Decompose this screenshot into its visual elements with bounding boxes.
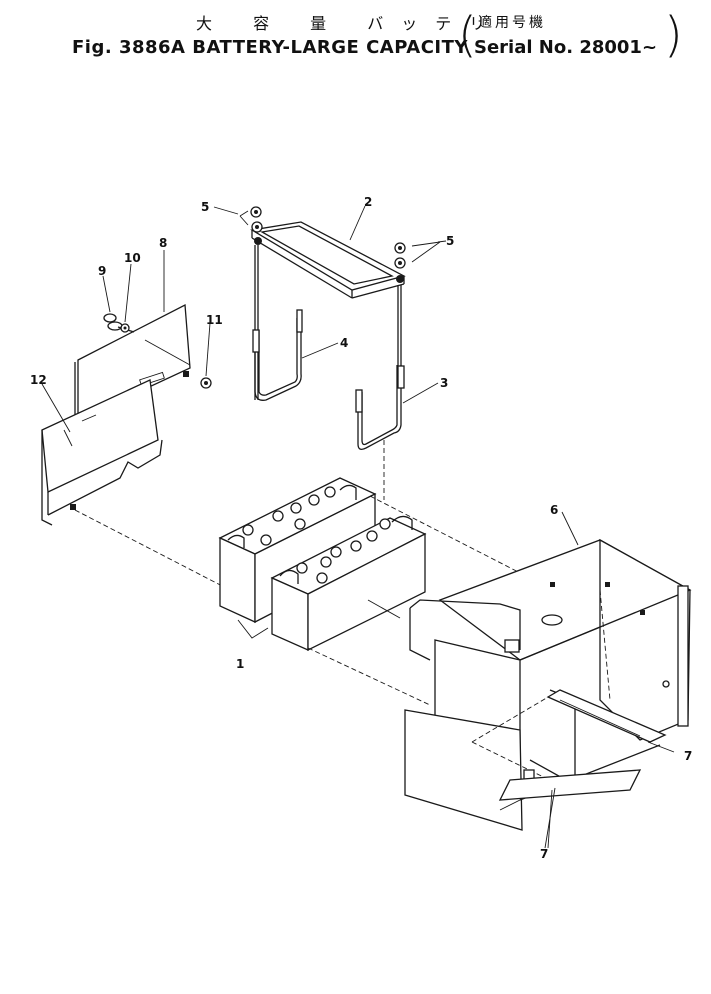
assembly-line-3 (307, 647, 431, 706)
j-bolt-left (252, 245, 303, 401)
leader-11 (205, 322, 211, 377)
battery-shield-plate (74, 303, 191, 424)
leader-10 (124, 263, 132, 323)
japanese-title: 大 容 量 バッテリ (196, 14, 504, 33)
assembly-line-2 (369, 495, 531, 579)
battery-hold-down-frame (250, 221, 406, 299)
callout-10: 10 (124, 251, 141, 265)
callout-8: 8 (159, 236, 167, 250)
figure-header: 大 容 量 バッテリ ( 適用号機 Fig. 3886A BATTERY-LAR… (0, 0, 711, 70)
callout-3: 3 (440, 376, 448, 390)
japanese-applicability: 適用号機 (478, 15, 546, 31)
washer (120, 323, 130, 333)
callout-9: 9 (98, 264, 106, 278)
callout-11: 11 (206, 313, 223, 327)
battery-box-rail-upper (546, 689, 667, 743)
leader-3 (402, 382, 439, 404)
leader-7b (547, 789, 553, 849)
leader-5a (213, 206, 239, 215)
j-bolt-right (355, 285, 405, 450)
leader-6 (561, 511, 579, 546)
callout-5-left: 5 (201, 200, 209, 214)
battery-callout-leader (237, 619, 269, 639)
english-title: Fig. 3886A BATTERY-LARGE CAPACITY (72, 37, 468, 58)
wing-bolt (103, 313, 135, 333)
nut-group-right (394, 241, 441, 269)
callout-2: 2 (364, 195, 372, 209)
callout-12: 12 (30, 373, 47, 387)
leader-4 (301, 342, 339, 359)
open-paren: ( (458, 7, 477, 63)
leader-9 (102, 275, 111, 313)
leader-12 (41, 383, 71, 433)
battery-front (270, 515, 427, 652)
leader-5b (437, 240, 447, 243)
leader-2 (349, 205, 366, 241)
callout-7-right: 7 (684, 749, 692, 763)
callout-7-bottom: 7 (540, 847, 548, 861)
callout-5-right: 5 (446, 234, 454, 248)
callout-1: 1 (236, 657, 244, 671)
nut-single (200, 377, 212, 389)
leader-7a (647, 741, 675, 753)
battery-bracket (41, 379, 231, 591)
serial-range: Serial No. 28001~ (474, 37, 658, 58)
nut-group-left (239, 206, 263, 233)
close-paren: ) (664, 7, 683, 63)
callout-4: 4 (340, 336, 348, 350)
callout-6: 6 (550, 503, 558, 517)
